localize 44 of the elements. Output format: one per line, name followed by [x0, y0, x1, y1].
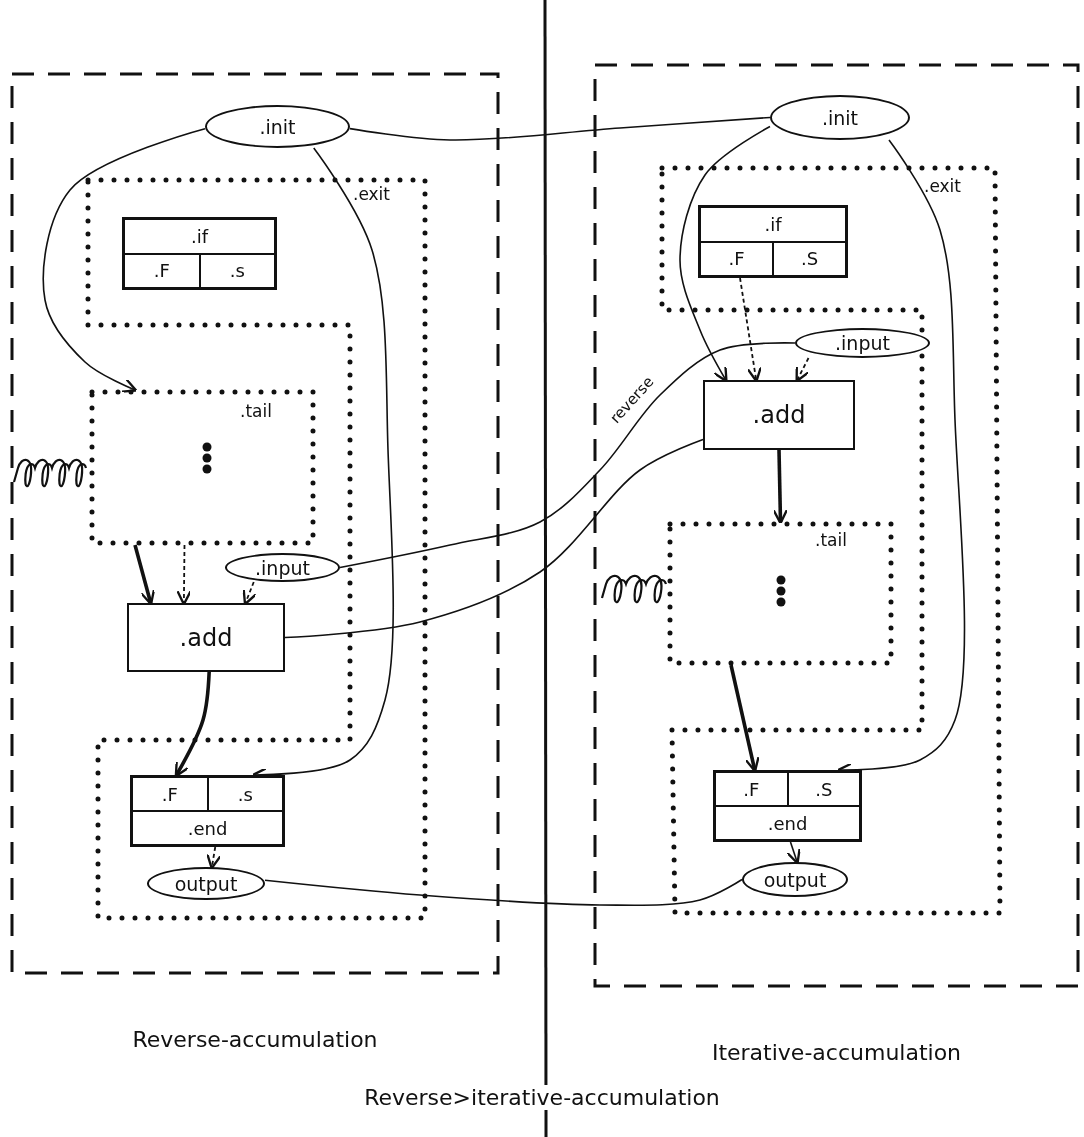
- table-node: [130, 775, 285, 847]
- region-label: .exit: [924, 178, 961, 195]
- connector-arrow: [242, 581, 257, 606]
- node-label: .input: [255, 556, 310, 579]
- connector-arrow: [176, 544, 192, 606]
- panel-heading: Iterative-accumulation: [711, 1040, 962, 1065]
- table-cell: .F: [715, 772, 788, 806]
- node-label: .input: [835, 332, 890, 354]
- connector-arrow: [772, 449, 788, 525]
- connector-arrow: [729, 664, 760, 773]
- connector-arrow: [42, 127, 206, 393]
- node-label: .init: [259, 115, 296, 138]
- table-cell: .end: [132, 811, 283, 845]
- table-cell: .if: [124, 219, 275, 254]
- table-cell: .F: [700, 241, 773, 276]
- table-cell: .F: [132, 777, 208, 811]
- connector-arrow: [786, 841, 801, 865]
- table-node: [698, 205, 848, 278]
- connector-arrow: [679, 125, 771, 383]
- table-cell: .s: [207, 777, 283, 811]
- table-cell: .S: [787, 772, 860, 806]
- connector-arrow: [174, 671, 211, 778]
- table-cell: .end: [715, 806, 860, 840]
- connector-arrow: [133, 544, 156, 606]
- table-cell: .s: [199, 253, 275, 288]
- connector-arrow: [739, 277, 762, 383]
- node-label: .add: [179, 623, 233, 652]
- connector-arrow: [206, 846, 222, 870]
- node-label: .add: [752, 401, 806, 429]
- node-label: .init: [821, 106, 859, 129]
- node-label: output: [763, 868, 827, 891]
- node-label: output: [174, 872, 238, 895]
- region-label: .exit: [353, 186, 390, 203]
- process-box: [127, 603, 285, 672]
- table-cell: .if: [700, 207, 846, 242]
- table-cell: .S: [773, 241, 846, 276]
- connector-arrow: [795, 357, 810, 383]
- table-node: [122, 217, 277, 290]
- region-label: .tail: [240, 403, 272, 420]
- region-label: .tail: [815, 532, 847, 549]
- process-box: [703, 380, 855, 450]
- table-cell: .F: [124, 253, 200, 288]
- table-node: [713, 770, 862, 842]
- panel-heading: Reverse-accumulation: [132, 1027, 378, 1052]
